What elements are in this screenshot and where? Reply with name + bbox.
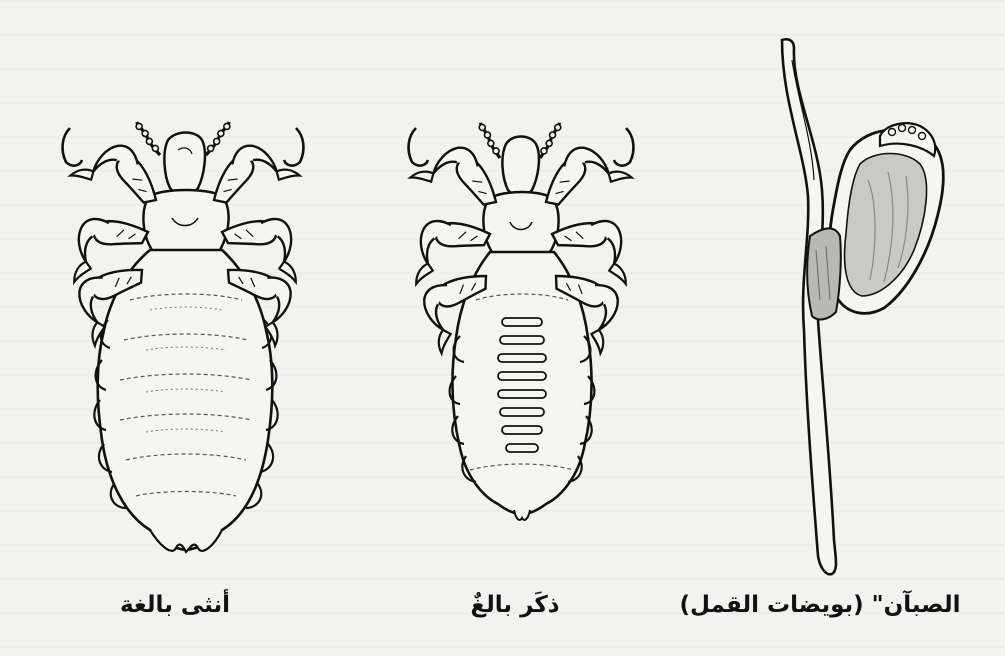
- caption-adult-female: أنثى بالغة: [100, 592, 250, 618]
- nit-on-hair-drawing: [782, 39, 943, 574]
- female-louse-drawing: [63, 119, 304, 552]
- caption-adult-male: ذكَر بالغٌ: [440, 592, 590, 618]
- male-louse-drawing: [409, 120, 634, 520]
- caption-nits: الصبآن" (بويضات القمل): [660, 592, 980, 618]
